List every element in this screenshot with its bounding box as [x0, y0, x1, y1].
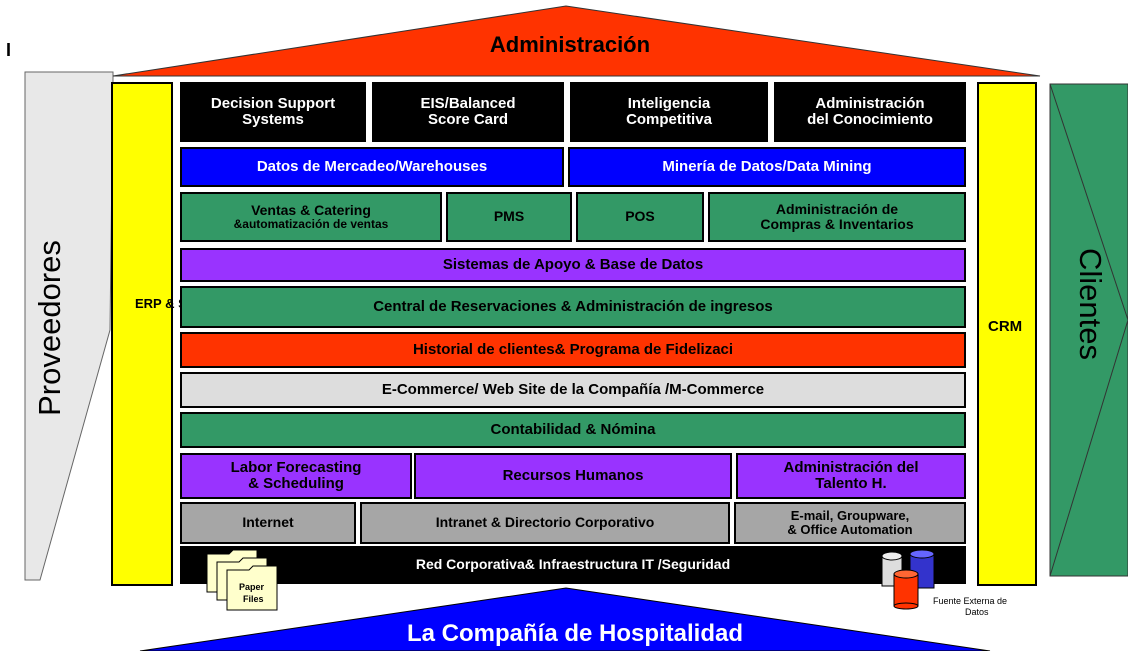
- row1-cell-3: Inteligencia Competitiva: [570, 82, 768, 142]
- row3-cell-1-line2: &automatización de ventas: [233, 217, 389, 232]
- row1-cell-3-line1: Inteligencia: [627, 94, 711, 112]
- roof-shape: [112, 5, 1041, 77]
- row1-cell-2-line1: EIS/Balanced: [420, 94, 516, 112]
- row4-support-systems: Sistemas de Apoyo & Base de Datos: [180, 248, 966, 282]
- row6-customer-history: Historial de clientes& Programa de Fidel…: [180, 332, 966, 368]
- row9-cell-1-line1: Labor Forecasting: [230, 458, 362, 476]
- right-arrow-shape: [1049, 83, 1128, 577]
- row1-cell-4: Administración del Conocimiento: [774, 82, 966, 142]
- row1-cell-4-line1: Administración: [815, 94, 925, 112]
- row1-cell-1-line1: Decision Support: [210, 94, 336, 112]
- row10-cell-3-line2: & Office Automation: [787, 522, 913, 537]
- row7-ecommerce: E-Commerce/ Web Site de la Compañía /M-C…: [180, 372, 966, 408]
- row3-cell-4-line2: Compras & Inventarios: [760, 216, 914, 232]
- paper-files-line2: Files: [243, 594, 264, 604]
- row1-cell-1: Decision Support Systems: [180, 82, 366, 142]
- left-arrow-shape: [24, 71, 114, 581]
- row3-cell-2: PMS: [446, 192, 572, 242]
- right-pillar-label: CRM: [988, 318, 1023, 335]
- row9-cell-1-line2: & Scheduling: [248, 475, 344, 492]
- row1-cell-3-line2: Competitiva: [626, 111, 712, 128]
- row3-cell-3: POS: [576, 192, 704, 242]
- row1-cell-4-line2: del Conocimiento: [807, 111, 933, 128]
- row1-cell-2: EIS/Balanced Score Card: [372, 82, 564, 142]
- corner-mark: I: [6, 40, 12, 60]
- base-title: La Compañía de Hospitalidad: [406, 620, 744, 647]
- right-pillar: [977, 82, 1037, 586]
- row2-cell-2: Minería de Datos/Data Mining: [568, 147, 966, 187]
- row10-cell-2: Intranet & Directorio Corporativo: [360, 502, 730, 544]
- database-icon: [880, 548, 940, 610]
- row11-infrastructure: Red Corporativa& Infraestructura IT /Seg…: [180, 546, 966, 584]
- paper-files-line1: Paper: [239, 582, 265, 592]
- left-pillar: [111, 82, 173, 586]
- external-data-line2: Datos: [965, 607, 989, 617]
- external-data-line1: Fuente Externa de: [933, 596, 1008, 606]
- row3-cell-4-line1: Administración de: [775, 200, 899, 217]
- row3-cell-4: Administración de Compras & Inventarios: [708, 192, 966, 242]
- row9-cell-3-line2: Talento H.: [815, 475, 887, 492]
- row1-cell-1-line2: Systems: [242, 111, 304, 128]
- row10-cell-3: E-mail, Groupware, & Office Automation: [734, 502, 966, 544]
- row9-cell-2: Recursos Humanos: [414, 453, 732, 499]
- paper-files-icon: Paper Files: [205, 548, 305, 618]
- base-shape: [139, 587, 991, 651]
- row10-cell-3-line1: E-mail, Groupware,: [790, 507, 910, 523]
- row9-cell-3-line1: Administración del: [783, 458, 919, 476]
- row10-cell-1: Internet: [180, 502, 356, 544]
- left-arrow-label: Proveedores: [32, 240, 67, 416]
- row1-cell-2-line2: Score Card: [427, 111, 509, 128]
- right-arrow-label: Clientes: [1073, 248, 1108, 360]
- row3-cell-1: Ventas & Catering &automatización de ven…: [180, 192, 442, 242]
- roof-title: Administración: [489, 32, 651, 57]
- row8-accounting: Contabilidad & Nómina: [180, 412, 966, 448]
- row3-cell-1-line1: Ventas & Catering: [251, 201, 371, 218]
- row9-cell-3: Administración del Talento H.: [736, 453, 966, 499]
- row9-cell-1: Labor Forecasting & Scheduling: [180, 453, 412, 499]
- row2-cell-1: Datos de Mercadeo/Warehouses: [180, 147, 564, 187]
- row5-reservations: Central de Reservaciones & Administració…: [180, 286, 966, 328]
